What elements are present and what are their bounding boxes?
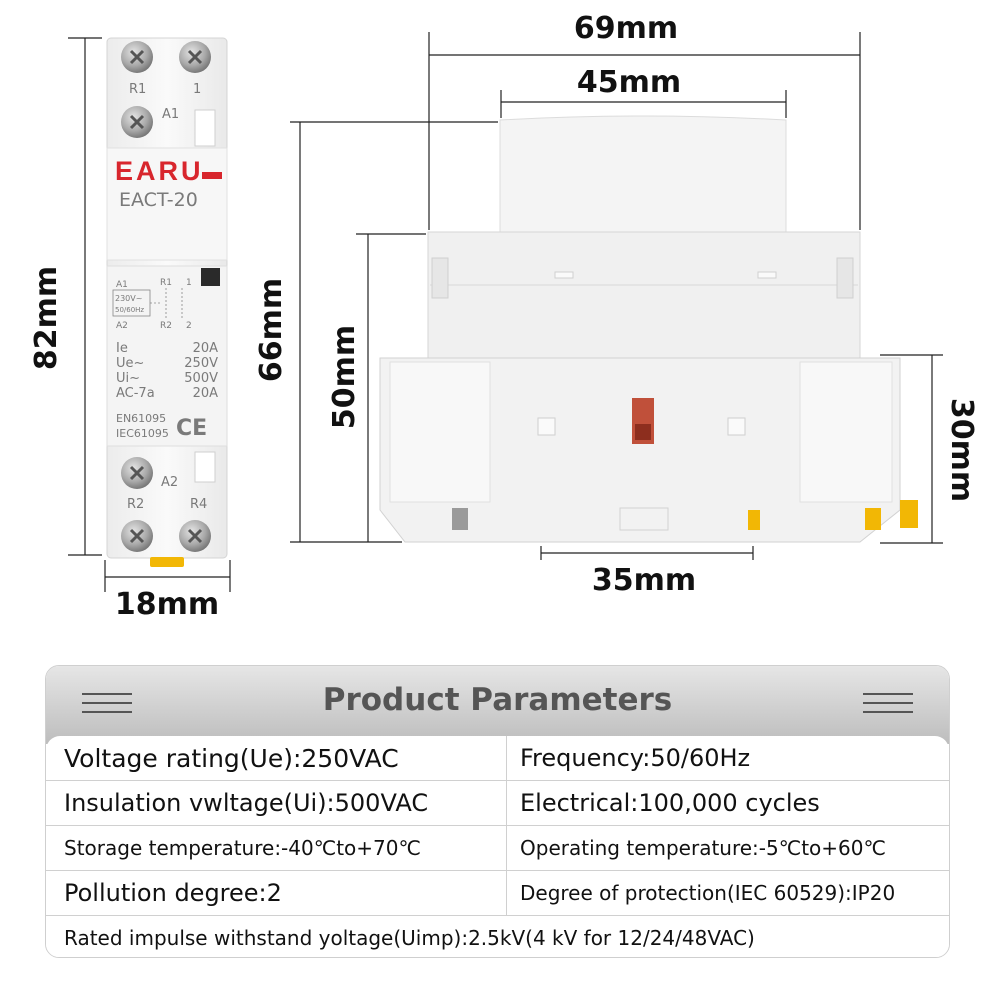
svg-text:Ie: Ie: [116, 341, 128, 356]
param-voltage-rating: Voltage rating(Ue):250VAC: [64, 743, 399, 773]
svg-text:230V~: 230V~: [115, 294, 142, 303]
standard-label: EN61095: [116, 412, 166, 425]
model-label: EACT-20: [119, 189, 198, 211]
spec-list: Ie 20A Ue~ 250V Ui~ 500V AC-7a 20A: [116, 341, 218, 401]
param-degree-of-protection: Degree of protection(IEC 60529):IP20: [520, 881, 896, 905]
svg-text:A2: A2: [116, 321, 128, 331]
din-clip: [150, 557, 184, 567]
dimension-35mm: 35mm: [540, 546, 754, 598]
dimension-82mm: 82mm: [29, 37, 102, 556]
menu-lines-icon: [82, 693, 132, 715]
svg-text:66mm: 66mm: [254, 278, 289, 382]
svg-text:50/60Hz: 50/60Hz: [115, 306, 144, 314]
param-storage-temperature: Storage temperature:-40℃to+70℃: [64, 836, 421, 860]
brand-red-bar: [202, 172, 222, 179]
param-pollution-degree: Pollution degree:2: [64, 879, 282, 907]
terminal-label-a1: A1: [162, 107, 179, 122]
dimension-50mm: 50mm: [327, 233, 426, 542]
dimension-30mm: 30mm: [880, 354, 979, 544]
table-body: Voltage rating(Ue):250VAC Frequency:50/6…: [46, 736, 949, 957]
wiring-schematic: A1 R1 1 230V~ 50/60Hz A2 R2 2: [112, 278, 192, 331]
terminal-label-1: 1: [193, 82, 201, 97]
din-clip: [900, 500, 918, 528]
terminal-label-r1: R1: [129, 82, 146, 97]
terminal-label-a2: A2: [161, 475, 178, 490]
screw-icon: [179, 520, 211, 552]
upper-body: [427, 231, 861, 359]
param-electrical-life: Electrical:100,000 cycles: [520, 789, 820, 817]
svg-text:2: 2: [186, 321, 192, 331]
front-view: R1 1 A1 EARU EACT-20 A1 R1 1 230V~ 50/60…: [106, 37, 228, 567]
dimension-18mm: 18mm: [104, 560, 231, 622]
top-cap: [499, 115, 787, 233]
param-operating-temperature: Operating temperature:-5℃to+60℃: [520, 836, 886, 860]
svg-text:Ue~: Ue~: [116, 356, 144, 371]
screw-icon: [121, 457, 153, 489]
svg-text:250V: 250V: [184, 356, 218, 371]
svg-text:Ui~: Ui~: [116, 371, 140, 386]
ce-mark: CE: [176, 416, 207, 441]
svg-text:20A: 20A: [193, 341, 219, 356]
lower-body: [379, 357, 901, 543]
side-view: [379, 115, 918, 543]
svg-text:82mm: 82mm: [29, 266, 64, 370]
svg-text:A1: A1: [116, 280, 128, 290]
terminal-label-r2: R2: [127, 497, 144, 512]
table-row: Storage temperature:-40℃to+70℃ Operating…: [46, 826, 949, 871]
terminal-label-r4: R4: [190, 497, 207, 512]
svg-text:69mm: 69mm: [574, 11, 678, 46]
screw-icon: [121, 106, 153, 138]
svg-text:20A: 20A: [193, 386, 219, 401]
standard-label: IEC61095: [116, 427, 169, 440]
svg-text:18mm: 18mm: [115, 587, 219, 622]
svg-text:1: 1: [186, 278, 192, 288]
dimension-66mm: 66mm: [254, 121, 498, 543]
table-row: Voltage rating(Ue):250VAC Frequency:50/6…: [46, 736, 949, 781]
dimension-45mm: 45mm: [500, 65, 787, 118]
product-parameters-table: Product Parameters Voltage rating(Ue):25…: [45, 665, 950, 958]
svg-text:R2: R2: [160, 321, 172, 331]
screw-icon: [179, 41, 211, 73]
svg-text:R1: R1: [160, 278, 172, 288]
brand-logo: EARU: [115, 156, 204, 186]
table-row: Rated impulse withstand yoltage(Uimp):2.…: [46, 916, 949, 957]
param-frequency: Frequency:50/60Hz: [520, 744, 751, 772]
screw-icon: [121, 520, 153, 552]
svg-text:50mm: 50mm: [327, 325, 362, 429]
dimension-69mm: 69mm: [428, 11, 861, 230]
param-rated-impulse-voltage: Rated impulse withstand yoltage(Uimp):2.…: [64, 925, 755, 950]
param-insulation-voltage: Insulation vwltage(Ui):500VAC: [64, 789, 429, 817]
svg-text:30mm: 30mm: [944, 398, 979, 502]
svg-text:45mm: 45mm: [577, 65, 681, 100]
table-header: Product Parameters: [46, 666, 949, 744]
screw-icon: [121, 41, 153, 73]
svg-text:AC-7a: AC-7a: [116, 386, 155, 401]
menu-lines-icon: [863, 693, 913, 715]
table-title: Product Parameters: [322, 682, 673, 718]
svg-text:35mm: 35mm: [592, 563, 696, 598]
svg-text:500V: 500V: [184, 371, 218, 386]
table-row: Pollution degree:2 Degree of protection(…: [46, 871, 949, 916]
table-row: Insulation vwltage(Ui):500VAC Electrical…: [46, 781, 949, 826]
status-window: [201, 268, 220, 286]
